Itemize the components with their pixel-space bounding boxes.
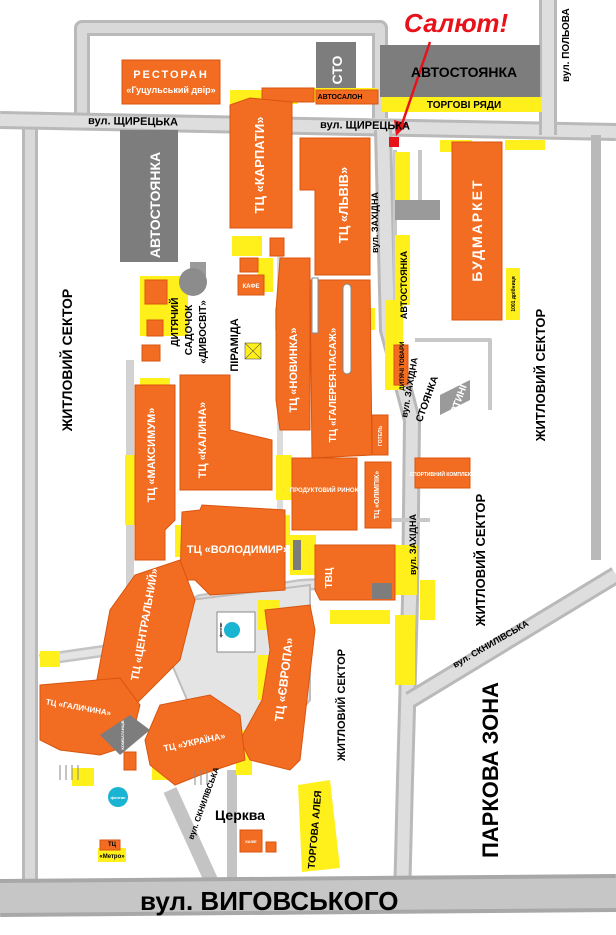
- street-zakhidna-bottom: вул. ЗАХІДНА: [408, 514, 418, 575]
- kindergarten-label-1: ДИТЯЧИЙ: [168, 298, 181, 347]
- salut-arrow-icon: [398, 41, 432, 131]
- budmarket-label: БУДМАРКЕТ: [469, 178, 485, 281]
- stripes: [59, 765, 208, 785]
- hotel-label: ГОТЕЛЬ: [378, 426, 384, 447]
- galereya-building[interactable]: [309, 279, 373, 459]
- market-building[interactable]: [291, 457, 358, 531]
- parkings: [120, 42, 540, 415]
- fountain-bottom-icon: [108, 787, 128, 807]
- restaurant-building[interactable]: [121, 59, 221, 105]
- white-pavilions: [216, 277, 352, 653]
- maksymum-building[interactable]: [134, 384, 176, 561]
- tvts-label: ТВЦ: [324, 567, 335, 588]
- novynka-label: ТЦ «НОВИНКА»: [288, 328, 300, 413]
- cafe-building[interactable]: [237, 274, 265, 296]
- residential-center-label: ЖИТЛОВИЙ СЕКТОР: [335, 649, 348, 762]
- pyramid-marker: [244, 342, 262, 360]
- kalyna-building[interactable]: [179, 374, 273, 491]
- trade-rows-label: ТОРГОВІ РЯДИ: [427, 100, 501, 111]
- olimpik-label: ТЦ «ОЛІМПІК»: [374, 471, 381, 519]
- volodymyr-label: ТЦ «ВОЛОДИМИР»: [187, 544, 289, 556]
- restaurant-label-1: РЕСТОРАН: [133, 69, 209, 81]
- residential-right-mid-label: ЖИТЛОВИЙ СЕКТОР: [473, 494, 488, 628]
- street-shchyretska-right: вул. ЩИРЕЦЬКА: [320, 119, 410, 133]
- residential-right-top-label: ЖИТЛОВИЙ СЕКТОР: [533, 309, 548, 443]
- kids-goods-label: ДИТЯЧІ ТОВАРИ: [400, 342, 406, 391]
- cafe-label: КАФЕ: [243, 284, 260, 290]
- restaurant-label-2: «Гуцульський двір»: [126, 85, 215, 95]
- parking-right-label: АВТОСТОЯНКА: [399, 250, 409, 319]
- kindergarten-label-3: «ДИВОСВІТ»: [198, 300, 209, 364]
- gray-blocks: [100, 268, 392, 755]
- lviv-label: ТЦ «ЛЬВІВ»: [336, 167, 351, 243]
- olimpik-building[interactable]: [364, 461, 392, 529]
- lviv-building[interactable]: [299, 137, 371, 276]
- metro-label-2: «Метро»: [99, 854, 125, 860]
- sto-label: СТО: [329, 55, 345, 84]
- sport-complex-label: СПОРТИВНИЙ КОМПЛЕКС: [410, 470, 475, 478]
- street-shchyretska-left: вул. ЩИРЕЦЬКА: [88, 115, 178, 129]
- buildings: [39, 59, 503, 853]
- kindergarten-label-2: САДОЧОК: [184, 304, 195, 355]
- karpaty-building[interactable]: [229, 97, 293, 229]
- metro-label-1: ТЦ: [108, 842, 117, 848]
- street-zakhidna-top: вул. ЗАХІДНА: [370, 192, 380, 253]
- maksymum-label: ТЦ «МАКСИМУМ»: [146, 408, 158, 503]
- cafe-church-label: КАФЕ: [245, 839, 257, 844]
- galereya-label: ТЦ «ГАЛЕРЕЯ-ПАСАЖ»: [328, 327, 339, 442]
- salut-title: Салют!: [404, 8, 509, 38]
- park-zone-label-1: ПАРКОВА ЗОНА: [478, 682, 503, 858]
- karpaty-label: ТЦ «КАРПАТИ»: [252, 117, 267, 214]
- market-label-1: ПРОДУКТОВИЙ РИНОК: [290, 486, 359, 494]
- ukraina-building[interactable]: [144, 694, 246, 786]
- kalyna-label: ТЦ «КАЛИНА»: [197, 402, 209, 478]
- novynka-building[interactable]: [275, 257, 311, 431]
- salut-marker[interactable]: [389, 137, 399, 147]
- dribnytsia-label: 1001 дрібниця: [510, 276, 517, 311]
- pharmacy-label: КОМБАТАНЦІВ: [120, 720, 125, 749]
- street-polova: вул. ПОЛЬОВА: [561, 8, 572, 82]
- parking-top-label: АВТОСТОЯНКА: [411, 64, 517, 80]
- karting-stand-label: СТОЯНКА: [414, 375, 441, 424]
- yevropa-building[interactable]: [239, 604, 316, 771]
- street-vyhovskoho: вул. ВИГОВСЬКОГО: [140, 886, 398, 916]
- autosalon-label: АВТОСАЛОН: [318, 94, 363, 101]
- budmarket-building[interactable]: [451, 141, 503, 321]
- fountain-bottom-label: фонтан: [111, 795, 126, 800]
- pyramida-label: ПІРАМІДА: [229, 318, 241, 371]
- parking-left-label: АВТОСТОЯНКА: [147, 152, 163, 258]
- residential-left-label: ЖИТЛОВИЙ СЕКТОР: [58, 289, 75, 433]
- fountain-top-icon: [224, 622, 240, 638]
- fountain-top-label: фонтан: [218, 622, 223, 637]
- church-label: Церква: [215, 807, 265, 823]
- sport-complex-building[interactable]: [414, 457, 471, 489]
